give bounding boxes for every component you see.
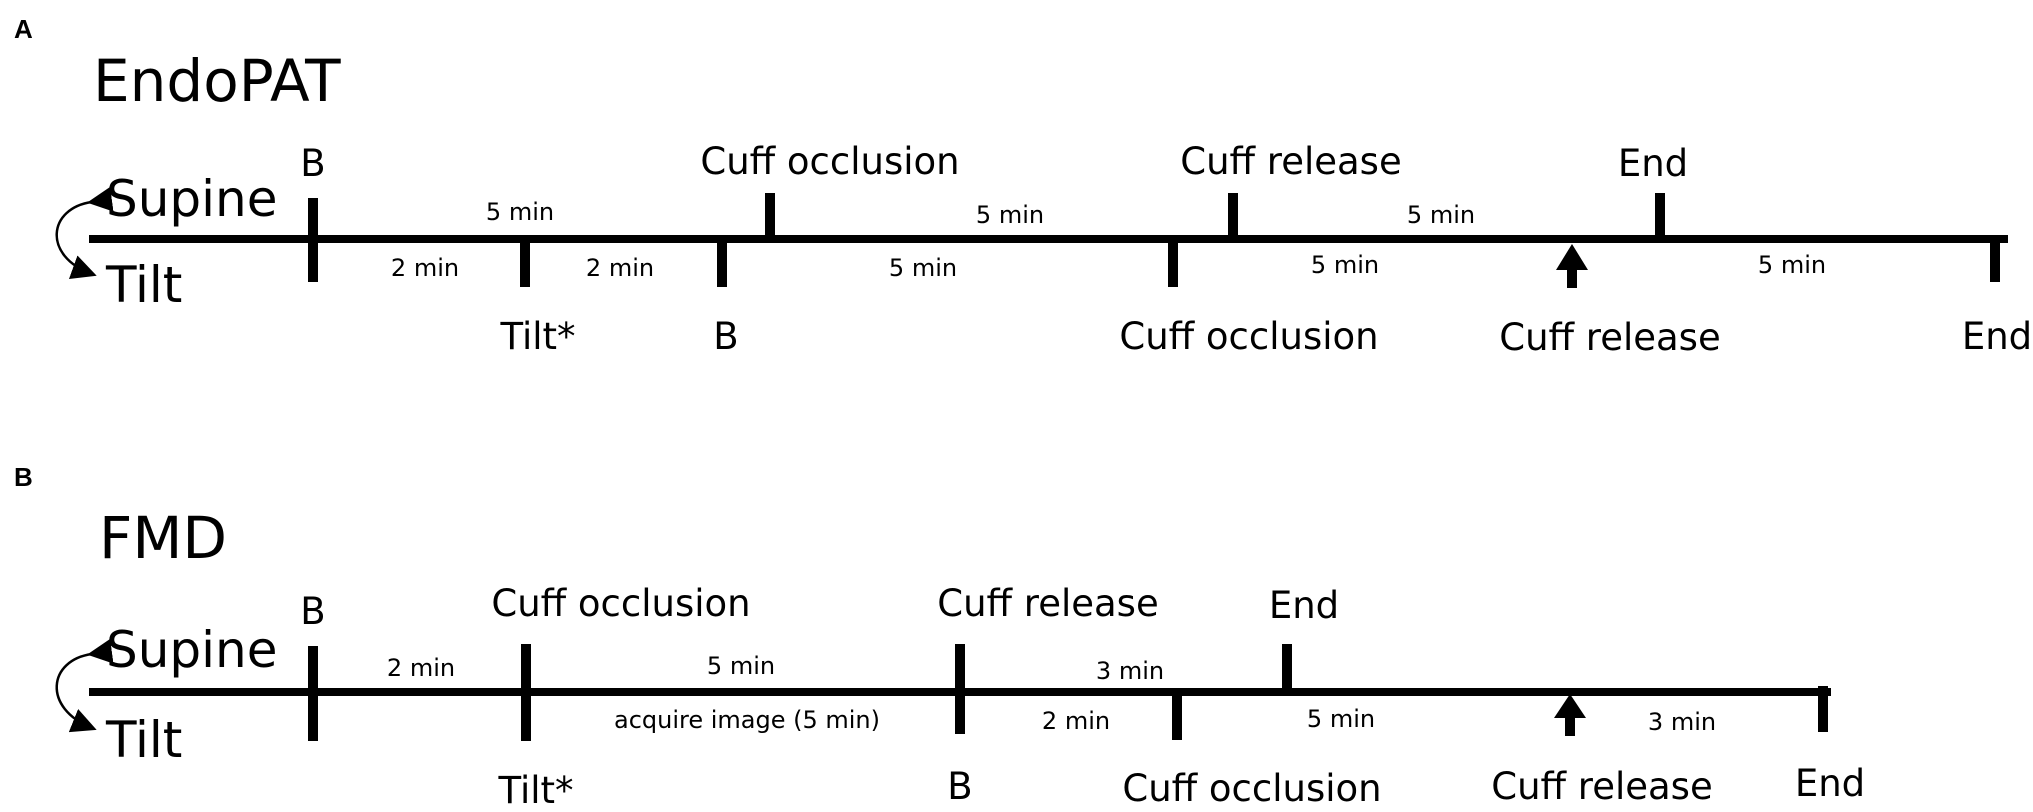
panel-a-tick-end-top — [1655, 193, 1665, 239]
panel-a-tick-cuff-occlusion-bottom — [1168, 239, 1178, 287]
panel-b-tick-b — [308, 646, 318, 741]
panel-b-tilt-label: Tilt — [106, 711, 183, 769]
panel-b-supine-label: Supine — [106, 621, 278, 679]
panel-a-tick-end-bottom — [1990, 239, 2000, 282]
panel-a-bottom-duration-1: 2 min — [390, 254, 460, 282]
panel-a-tick-b-bottom — [717, 239, 727, 287]
panel-a-top-duration-3: 5 min — [1406, 201, 1476, 229]
panel-b-top-event-end: End — [1268, 584, 1340, 627]
panel-b-bottom-duration-acquire-image: acquire image (5 min) — [613, 706, 881, 734]
panel-b-top-event-cuff-release: Cuff release — [937, 582, 1159, 625]
panel-b-bottom-duration-3: 5 min — [1306, 705, 1376, 733]
panel-b-title: FMD — [99, 504, 228, 572]
panel-b-bottom-event-cuff-release: Cuff release — [1491, 765, 1713, 808]
panel-a-bottom-duration-2: 2 min — [585, 254, 655, 282]
panel-b-bottom-event-b: B — [947, 765, 973, 808]
panel-a-bottom-duration-3: 5 min — [888, 254, 958, 282]
panel-a-top-event-b: B — [300, 142, 326, 185]
panel-a-tick-cuff-occlusion-top — [765, 193, 775, 239]
panel-b-bottom-event-cuff-occlusion: Cuff occlusion — [1122, 767, 1382, 810]
panel-b-top-duration-3: 3 min — [1095, 657, 1165, 685]
panel-a-tick-b — [308, 198, 318, 282]
panel-a-bottom-event-end: End — [1961, 315, 2033, 358]
panel-b-top-duration-2: 5 min — [706, 652, 776, 680]
panel-a-bottom-event-b: B — [713, 315, 739, 358]
panel-a-bottom-duration-5: 5 min — [1757, 251, 1827, 279]
up-arrow-icon — [1556, 244, 1588, 288]
panel-a-letter: A — [14, 14, 33, 44]
panel-b-tick-cuff-release-b — [955, 644, 965, 734]
panel-a-top-event-cuff-release: Cuff release — [1180, 140, 1402, 183]
panel-b-bottom-event-end: End — [1794, 762, 1866, 805]
panel-a-tick-cuff-release-top — [1228, 193, 1238, 239]
panel-b-top-event-b: B — [300, 590, 326, 633]
panel-b-top-event-cuff-occlusion: Cuff occlusion — [491, 582, 751, 625]
panel-b-tick-end-bottom — [1818, 686, 1828, 732]
panel-a-title: EndoPAT — [93, 47, 341, 115]
panel-a-top-event-cuff-occlusion: Cuff occlusion — [700, 140, 960, 183]
panel-a-bottom-event-cuff-occlusion: Cuff occlusion — [1119, 315, 1379, 358]
panel-b-tick-end-top — [1282, 644, 1292, 692]
swap-arrow-icon — [55, 638, 114, 733]
panel-a-tilt-label: Tilt — [106, 256, 183, 314]
swap-arrow-icon — [55, 186, 114, 279]
panel-a-tick-tilt — [520, 239, 530, 287]
panel-a-bottom-duration-4: 5 min — [1310, 251, 1380, 279]
panel-b-bottom-event-tilt: Tilt* — [498, 769, 574, 812]
panel-a-supine-label: Supine — [106, 170, 278, 228]
panel-a-top-event-end: End — [1617, 142, 1689, 185]
panel-b-top-duration-1: 2 min — [386, 654, 456, 682]
panel-b-letter: B — [14, 462, 33, 492]
panel-a-bottom-event-tilt: Tilt* — [500, 315, 576, 358]
panel-b-bottom-duration-4: 3 min — [1647, 708, 1717, 736]
panel-b-tick-cuff-occlusion-tilt — [521, 644, 531, 741]
panel-a-bottom-event-cuff-release: Cuff release — [1499, 316, 1721, 359]
panel-a-timeline-axis — [89, 235, 2008, 243]
panel-b-tick-cuff-occlusion-bottom — [1172, 692, 1182, 740]
up-arrow-icon — [1554, 694, 1586, 736]
panel-a-top-duration-1: 5 min — [485, 198, 555, 226]
panel-a-top-duration-2: 5 min — [975, 201, 1045, 229]
panel-b-bottom-duration-2: 2 min — [1041, 707, 1111, 735]
